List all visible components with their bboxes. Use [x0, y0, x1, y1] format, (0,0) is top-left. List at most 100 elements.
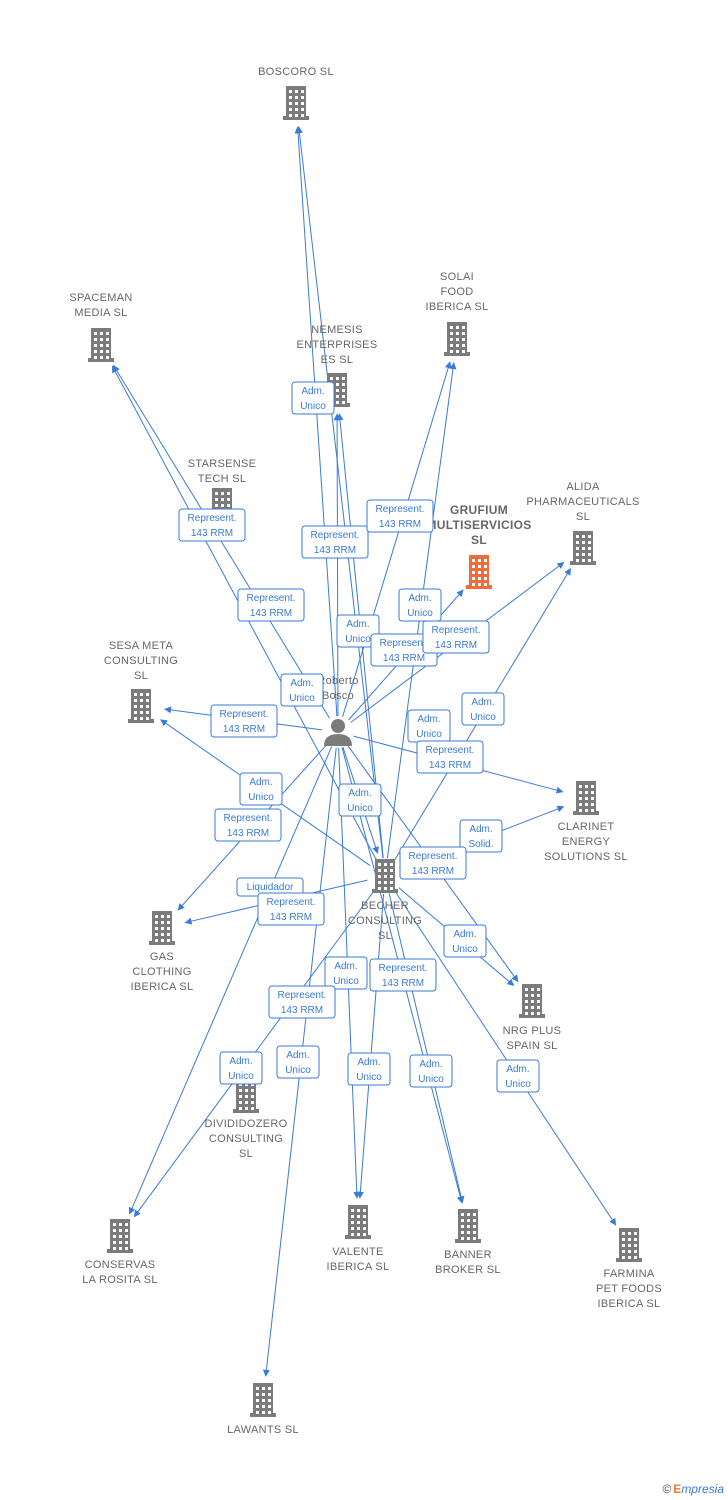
edge-label: Represent. 143 RRM [210, 704, 278, 738]
edge-label: Adm.Unico [338, 783, 382, 817]
edge-label-text: 143 RRM [314, 545, 356, 556]
building-icon [455, 1209, 481, 1243]
edge-label: Represent.143 RRM [214, 808, 282, 842]
empresia-footer[interactable]: ©Empresia [662, 1482, 724, 1496]
edge-label: Represent. 143 RRM [268, 985, 336, 1019]
edge-label: Adm.Unico [336, 614, 380, 648]
edge-label: Adm.Unico [461, 692, 505, 726]
edge-label-text: Represent. [379, 963, 428, 974]
edge-label-text: 143 RRM [223, 724, 265, 735]
edge-label-text: Liquidador [247, 882, 294, 893]
edge-label-text: Represent. [224, 813, 273, 824]
edge-label: Represent. 143 RRM [257, 892, 325, 926]
building-icon [233, 1079, 259, 1113]
building-icon [519, 984, 545, 1018]
building-icon [283, 86, 309, 120]
edge-label-text: Represent. [426, 745, 475, 756]
edge-label-text: 143 RRM [412, 866, 454, 877]
edge-label: Adm.Unico [276, 1045, 320, 1079]
edge-label-text: 143 RRM [429, 760, 471, 771]
edge-label: Represent. 143 RRM [369, 958, 437, 992]
edge-label: Adm.Unico [239, 772, 283, 806]
edge-label-text: 143 RRM [382, 978, 424, 989]
node-boscoro[interactable]: BOSCORO SL [258, 66, 334, 120]
edge-label-text: 143 RRM [281, 1005, 323, 1016]
edge-label-text: 143 RRM [191, 528, 233, 539]
edge-label-text: Unico [289, 693, 315, 704]
edge-label-text: Unico [228, 1071, 254, 1082]
building-icon [149, 911, 175, 945]
edge-label-text: Adm. [453, 929, 476, 940]
edge-label: Adm.Unico [347, 1052, 391, 1086]
edge-label-text: Adm. [229, 1056, 252, 1067]
edge-label: Adm.Unico [496, 1059, 540, 1093]
edge-person-to-spaceman [113, 364, 331, 719]
edge-label-text: 143 RRM [270, 912, 312, 923]
brand-initial: E [673, 1482, 682, 1496]
edge-label-text: Unico [470, 712, 496, 723]
node-label-boscoro: BOSCORO SL [258, 66, 334, 78]
building-icon [128, 689, 154, 723]
edge-label-text: Unico [333, 976, 359, 987]
edge-label: Represent.143 RRM [301, 525, 369, 559]
node-lawants[interactable]: LAWANTS SL [227, 1383, 299, 1436]
edge-label-text: Adm. [249, 777, 272, 788]
edge-label: Represent.143 RRM [399, 846, 467, 880]
edge-becher-to-farmina [394, 890, 617, 1226]
edge-label: Adm. Unico [407, 709, 451, 743]
building-icon [372, 859, 398, 893]
edge-label-text: Represent. [267, 897, 316, 908]
building-icon [616, 1228, 642, 1262]
edge-label: Represent. 143 RRM [416, 740, 484, 774]
edge-label-text: Represent. [220, 709, 269, 720]
edge-label-text: Unico [416, 729, 442, 740]
edge-label: Represent.143 RRM [366, 499, 434, 533]
edge-label-text: 143 RRM [383, 653, 425, 664]
edge-label: Adm.Unico [291, 381, 335, 415]
edge-label: Adm.Unico [280, 673, 324, 707]
edge-label-text: Unico [452, 944, 478, 955]
edge-label: Adm. Unico [219, 1051, 263, 1085]
edge-label-text: Adm. [417, 714, 440, 725]
edge-label-text: Unico [300, 401, 326, 412]
edge-label-text: Represent. [432, 625, 481, 636]
edge-label-text: Represent. [278, 990, 327, 1001]
brand-name: mpresia [681, 1482, 724, 1496]
edge-label-text: Represent. [188, 513, 237, 524]
edge-person-to-boscoro [294, 126, 338, 717]
edge-person-to-solai [342, 361, 452, 717]
building-icon [107, 1219, 133, 1253]
edge-label: Adm.Unico [398, 588, 442, 622]
edge-label: Adm.Unico [409, 1054, 453, 1088]
edge-label-text: Adm. [346, 619, 369, 630]
edge-label-text: Adm. [469, 824, 492, 835]
